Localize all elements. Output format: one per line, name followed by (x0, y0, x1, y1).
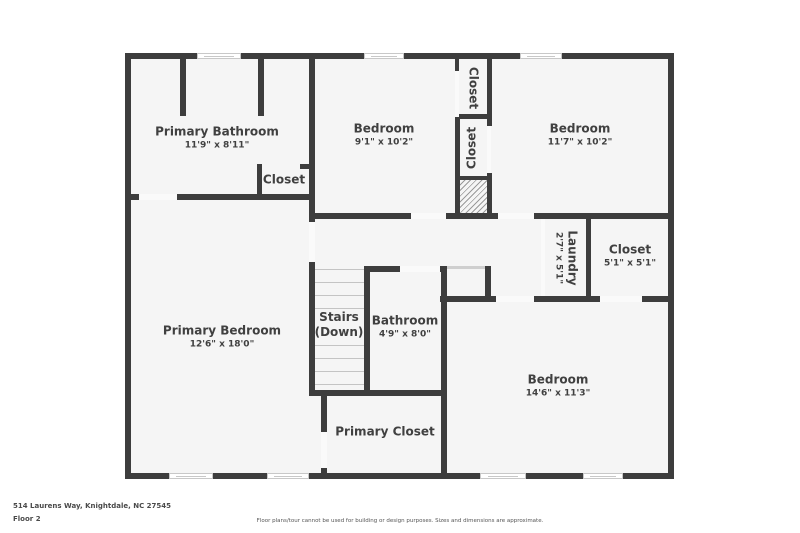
room-dimensions: 11'9" x 8'11" (184, 140, 250, 151)
disclaimer-text: Floor plans/tour cannot be used for buil… (256, 518, 544, 524)
doorway (139, 194, 177, 200)
doorway (455, 71, 459, 117)
doorway (321, 432, 327, 468)
doorway (411, 213, 446, 219)
wall (315, 390, 445, 396)
doorway (309, 222, 315, 262)
wall (309, 194, 315, 222)
room-sublabel: (Down) (314, 325, 364, 339)
wall (459, 114, 487, 119)
room-bathroom: Bathroom 4'9" x 8'0" (372, 314, 438, 341)
room-dimensions: 4'9" x 8'0" (378, 329, 431, 340)
wall (131, 194, 311, 200)
stair-tread (315, 282, 365, 283)
wall (180, 59, 186, 116)
doorway (400, 266, 440, 272)
wall (321, 396, 327, 432)
room-name: Bathroom (371, 313, 439, 328)
outer-wall-left (125, 53, 131, 479)
room-primary-bedroom: Primary Bedroom 12'6" x 18'0" (163, 324, 281, 351)
doorway (541, 219, 545, 297)
room-name: Closet (466, 66, 481, 110)
room-name: Primary Closet (335, 424, 435, 439)
room-name: Closet (608, 242, 652, 257)
wall (534, 296, 600, 302)
stair-tread (315, 345, 365, 346)
room-name: Laundry (565, 230, 580, 286)
room-closet: Closet (465, 127, 480, 169)
room-bedroom: Bedroom 14'6" x 11'3" (526, 373, 591, 400)
window (364, 53, 404, 59)
wall (321, 468, 327, 473)
wall (364, 266, 400, 272)
room-laundry: Laundry 2'7" x 5'1" (553, 230, 580, 285)
wall (440, 296, 496, 302)
stair-tread (315, 384, 365, 385)
room-bedroom: Bedroom 9'1" x 10'2" (354, 122, 415, 149)
window (169, 473, 213, 479)
room-stairs: Stairs (Down) (315, 310, 364, 340)
room-dimensions: 11'7" x 10'2" (547, 137, 613, 148)
hatched-area (460, 180, 487, 213)
wall (258, 59, 264, 116)
stair-tread (315, 358, 365, 359)
room-name: Primary Bathroom (155, 124, 279, 139)
room-name: Closet (262, 172, 306, 187)
stair-tread (315, 269, 365, 270)
doorway (496, 296, 534, 302)
wall (459, 176, 487, 180)
stair-tread (315, 371, 365, 372)
wall (315, 213, 411, 219)
window (197, 53, 241, 59)
room-dimensions: 9'1" x 10'2" (354, 137, 414, 148)
window (480, 473, 526, 479)
room-closet: Closet 5'1" x 5'1" (604, 243, 656, 270)
wall (642, 296, 668, 302)
room-name: Bedroom (549, 121, 611, 136)
room-primary-bathroom: Primary Bathroom 11'9" x 8'11" (155, 125, 279, 152)
wall (485, 266, 491, 302)
room-dimensions: 5'1" x 5'1" (603, 258, 657, 269)
room-name: Bedroom (353, 121, 415, 136)
wall (534, 213, 668, 219)
address-text: 514 Laurens Way, Knightdale, NC 27545 (13, 502, 172, 510)
room-closet: Closet (263, 173, 305, 188)
room-name: Bedroom (527, 372, 589, 387)
room-closet: Closet (466, 67, 481, 109)
room-dimensions: 2'7" x 5'1" (553, 231, 564, 285)
outer-wall-right (668, 53, 674, 479)
window (583, 473, 623, 479)
wall (364, 266, 370, 396)
room-dimensions: 12'6" x 18'0" (189, 339, 255, 350)
floor-label: Floor 2 (13, 515, 41, 523)
doorway (498, 213, 534, 219)
wall (455, 59, 459, 71)
outer-wall-bottom (125, 473, 674, 479)
room-name: Stairs (319, 310, 359, 324)
wall (586, 219, 591, 299)
doorway (487, 126, 491, 173)
stair-tread (315, 295, 365, 296)
wall (257, 164, 262, 194)
wall (309, 262, 315, 396)
wall (441, 266, 447, 473)
doorway (600, 296, 642, 302)
wall (300, 164, 311, 169)
window (520, 53, 562, 59)
room-name: Primary Bedroom (162, 323, 282, 338)
room-name: Closet (464, 126, 479, 170)
room-primary-closet: Primary Closet (335, 425, 435, 440)
wall (447, 266, 485, 269)
room-bedroom: Bedroom 11'7" x 10'2" (548, 122, 613, 149)
wall (455, 117, 460, 213)
wall (487, 59, 492, 126)
wall (487, 173, 492, 213)
stair-tread (315, 308, 365, 309)
wall (309, 59, 315, 222)
window (267, 473, 309, 479)
wall (446, 213, 498, 219)
room-dimensions: 14'6" x 11'3" (525, 388, 591, 399)
